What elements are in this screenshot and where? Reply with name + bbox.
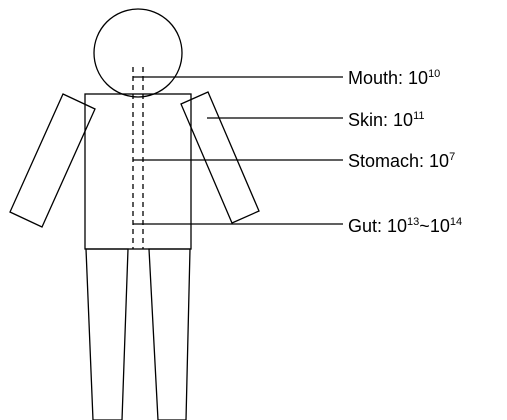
stomach-label-name: Stomach: [348, 151, 429, 171]
left-arm [10, 94, 95, 227]
mouth-label-name: Mouth: [348, 68, 408, 88]
head [94, 9, 182, 97]
gut-label-base: 10 [387, 216, 407, 236]
gut-label-base-2: 10 [430, 216, 450, 236]
mouth-label-exponent: 10 [428, 68, 440, 80]
gut-label-exponent-2: 14 [450, 216, 462, 228]
torso [85, 94, 191, 249]
mouth-label-base: 10 [408, 68, 428, 88]
gut-label: Gut: 1013~1014 [348, 216, 462, 239]
skin-label-name: Skin: [348, 110, 393, 130]
gut-label-name: Gut: [348, 216, 387, 236]
gut-label-separator: ~ [419, 216, 430, 236]
skin-label-base: 10 [393, 110, 413, 130]
stomach-label-exponent: 7 [449, 151, 455, 163]
stomach-label-base: 10 [429, 151, 449, 171]
skin-label: Skin: 1011 [348, 110, 424, 133]
gut-label-exponent: 13 [407, 216, 419, 228]
stomach-label: Stomach: 107 [348, 151, 455, 174]
left-leg [86, 249, 128, 420]
right-arm [181, 92, 259, 223]
right-leg [149, 249, 190, 420]
mouth-label: Mouth: 1010 [348, 68, 440, 91]
skin-label-exponent: 11 [413, 110, 424, 122]
